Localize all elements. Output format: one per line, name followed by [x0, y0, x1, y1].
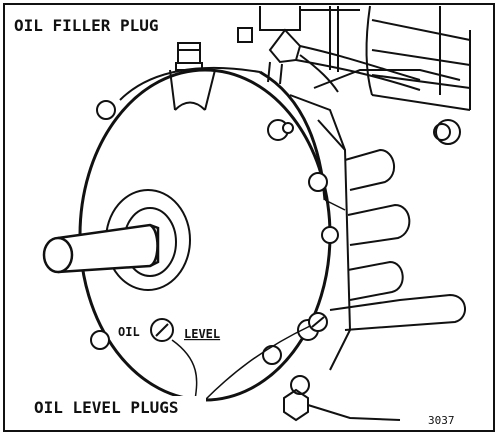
bolt	[308, 172, 328, 192]
bolt	[96, 100, 116, 120]
leader-lines	[171, 325, 311, 401]
filler-boss	[169, 69, 216, 111]
label-oil-filler-plug: OIL FILLER PLUG	[14, 16, 159, 35]
oil-level-plug-upper	[150, 318, 174, 342]
figure-number: 3037	[428, 414, 455, 427]
bolt	[435, 119, 461, 145]
mounting-bolt	[283, 388, 401, 422]
label-level: LEVEL	[184, 327, 220, 341]
bolt	[262, 345, 282, 365]
figure-frame	[3, 3, 495, 432]
drive-shaft	[42, 223, 160, 274]
label-oil: OIL	[118, 325, 140, 339]
bolt	[282, 122, 294, 134]
cover-bosses	[329, 148, 466, 331]
label-oil-level-plugs: OIL LEVEL PLUGS	[34, 398, 179, 417]
bolt	[90, 330, 110, 350]
fuel-line	[267, 28, 421, 91]
oil-level-plug-lower	[308, 312, 328, 332]
oil-filler-plug	[175, 42, 203, 71]
bolt	[433, 123, 451, 141]
bolt	[321, 226, 339, 244]
